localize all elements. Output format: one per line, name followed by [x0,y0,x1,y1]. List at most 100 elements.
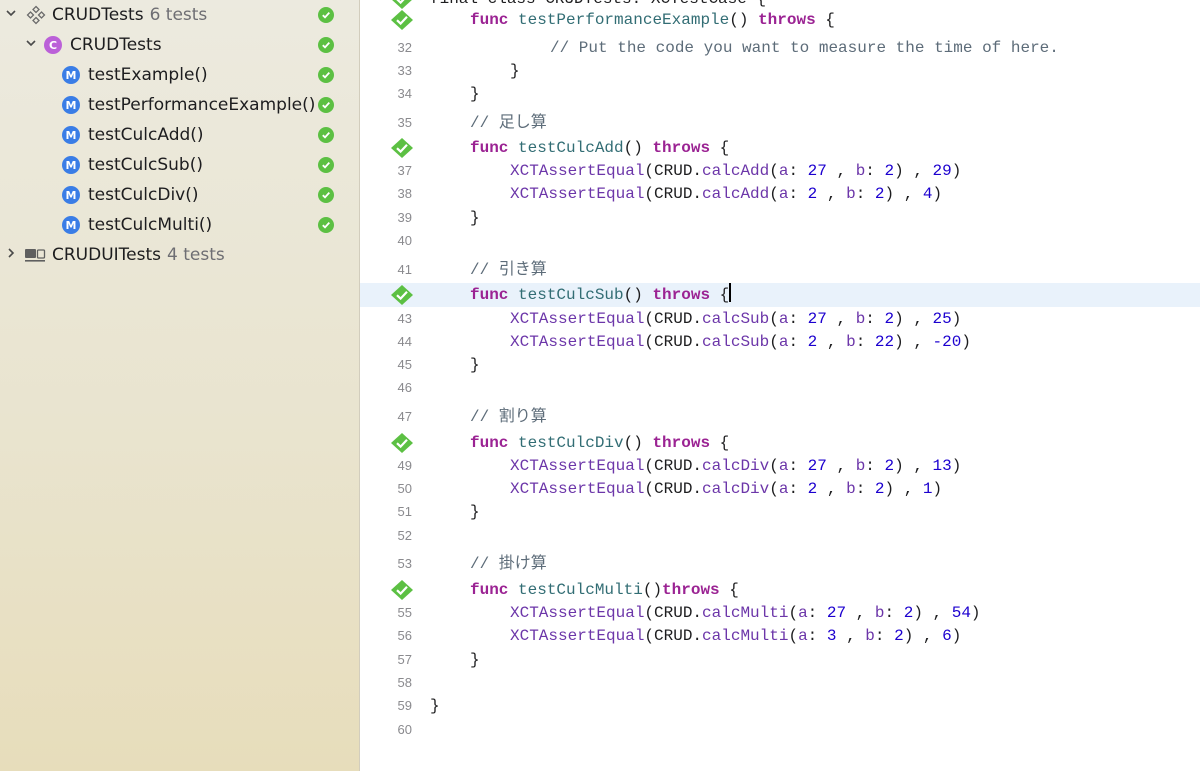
test-method-name: testCulcDiv() [88,185,199,205]
code-text: XCTAssertEqual(CRUD.calcAdd(a: 27 , b: 2… [510,162,962,180]
test-plan-name: CRUDTests [52,5,144,25]
source-editor[interactable]: final class CRUDTests: XCTestCase { func… [360,0,1200,771]
code-line-current[interactable]: func testCulcSub() throws { [360,283,1200,307]
code-text: func testPerformanceExample() throws { [470,11,835,29]
code-line[interactable]: 59 } [360,694,1200,718]
checkmark-circle-icon[interactable] [318,217,334,233]
code-line[interactable]: func testCulcAdd() throws { [360,136,1200,160]
code-line[interactable]: 43 XCTAssertEqual(CRUD.calcSub(a: 27 , b… [360,307,1200,331]
nav-row-test-method[interactable]: M testExample() [0,60,359,90]
code-line[interactable]: 49 XCTAssertEqual(CRUD.calcDiv(a: 27 , b… [360,454,1200,478]
code-text: func testCulcAdd() throws { [470,139,730,157]
code-line[interactable]: 60 [360,718,1200,742]
code-text: // 引き算 [470,261,547,279]
nav-row-test-method[interactable]: M testCulcDiv() [0,180,359,210]
nav-row-test-method[interactable]: M testCulcAdd() [0,120,359,150]
code-line[interactable]: 32 // Put the code you want to measure t… [360,36,1200,60]
method-icon: M [62,156,80,174]
code-text: // 掛け算 [470,555,547,573]
code-line[interactable]: 57 } [360,648,1200,672]
nav-row-test-target[interactable]: C CRUDTests [0,30,359,60]
code-line[interactable]: 38 XCTAssertEqual(CRUD.calcAdd(a: 2 , b:… [360,182,1200,206]
code-text: func testCulcDiv() throws { [470,434,730,452]
code-line[interactable]: 53 // 掛け算 [360,552,1200,576]
code-text: } [470,503,480,521]
line-number: 45 [397,357,412,372]
method-icon: M [62,66,80,84]
line-number: 35 [397,115,412,130]
test-diamond-pass-icon[interactable] [390,0,414,10]
nav-row-test-method[interactable]: M testPerformanceExample() [0,90,359,120]
code-line[interactable]: 55 XCTAssertEqual(CRUD.calcMulti(a: 27 ,… [360,601,1200,625]
line-number: 55 [397,605,412,620]
test-diamond-pass-icon[interactable] [390,9,414,31]
line-number: 39 [397,210,412,225]
chevron-down-icon[interactable] [24,37,38,53]
line-number: 40 [397,233,412,248]
test-plan-count: 6 tests [149,5,208,25]
code-line[interactable]: 46 [360,376,1200,400]
code-line[interactable]: 52 [360,524,1200,548]
code-line[interactable]: 51 } [360,500,1200,524]
code-line[interactable]: 37 XCTAssertEqual(CRUD.calcAdd(a: 27 , b… [360,159,1200,183]
chevron-down-icon[interactable] [4,7,18,23]
test-method-name: testCulcSub() [88,155,203,175]
code-text: } [470,356,480,374]
code-line[interactable]: func testCulcDiv() throws { [360,431,1200,455]
code-line[interactable]: 40 [360,229,1200,253]
code-text: XCTAssertEqual(CRUD.calcSub(a: 27 , b: 2… [510,310,962,328]
ui-test-target-count: 4 tests [167,245,225,265]
code-text: XCTAssertEqual(CRUD.calcMulti(a: 3 , b: … [510,627,962,645]
code-text: } [510,62,520,80]
code-line[interactable]: 50 XCTAssertEqual(CRUD.calcDiv(a: 2 , b:… [360,477,1200,501]
code-line[interactable]: 58 [360,671,1200,695]
test-diamond-pass-icon[interactable] [390,137,414,159]
code-line[interactable]: 34 } [360,82,1200,106]
line-number: 47 [397,409,412,424]
code-line[interactable]: func testPerformanceExample() throws { [360,8,1200,32]
line-number: 51 [397,504,412,519]
nav-row-test-method[interactable]: M testCulcMulti() [0,210,359,240]
code-text: } [470,85,480,103]
line-number: 53 [397,556,412,571]
checkmark-circle-icon[interactable] [318,187,334,203]
code-line[interactable]: 45 } [360,353,1200,377]
test-target-name: CRUDTests [70,35,162,55]
code-line[interactable]: 47 // 割り算 [360,405,1200,429]
checkmark-circle-icon[interactable] [318,37,334,53]
code-line[interactable]: 35 // 足し算 [360,111,1200,135]
nav-row-ui-test-target[interactable]: CRUDUITests 4 tests [0,240,359,270]
code-text: XCTAssertEqual(CRUD.calcMulti(a: 27 , b:… [510,604,981,622]
checkmark-circle-icon[interactable] [318,67,334,83]
checkmark-circle-icon[interactable] [318,127,334,143]
ui-test-target-icon [24,247,46,263]
line-number: 37 [397,163,412,178]
test-diamond-pass-icon[interactable] [390,284,414,306]
code-line[interactable]: 41 // 引き算 [360,258,1200,282]
line-number: 56 [397,628,412,643]
nav-row-test-method[interactable]: M testCulcSub() [0,150,359,180]
test-method-name: testExample() [88,65,208,85]
code-text: // 足し算 [470,114,547,132]
line-number: 60 [397,722,412,737]
method-icon: M [62,186,80,204]
test-method-name: testCulcMulti() [88,215,213,235]
test-navigator: CRUDTests 6 tests C CRUDTests M testExam… [0,0,360,771]
test-diamond-pass-icon[interactable] [390,579,414,601]
code-line[interactable]: 39 } [360,206,1200,230]
nav-row-test-plan[interactable]: CRUDTests 6 tests [0,0,359,30]
code-text: final class CRUDTests: XCTestCase { [430,0,766,11]
code-text: // Put the code you want to measure the … [550,39,1059,57]
chevron-right-icon[interactable] [4,247,18,263]
code-line[interactable]: 56 XCTAssertEqual(CRUD.calcMulti(a: 3 , … [360,624,1200,648]
line-number: 33 [397,63,412,78]
code-line[interactable]: func testCulcMulti()throws { [360,578,1200,602]
checkmark-circle-icon[interactable] [318,7,334,23]
code-line[interactable]: final class CRUDTests: XCTestCase { [360,0,1200,11]
checkmark-circle-icon[interactable] [318,157,334,173]
test-diamond-pass-icon[interactable] [390,432,414,454]
code-line[interactable]: 33 } [360,59,1200,83]
test-method-name: testPerformanceExample() [88,95,316,115]
code-line[interactable]: 44 XCTAssertEqual(CRUD.calcSub(a: 2 , b:… [360,330,1200,354]
checkmark-circle-icon[interactable] [318,97,334,113]
